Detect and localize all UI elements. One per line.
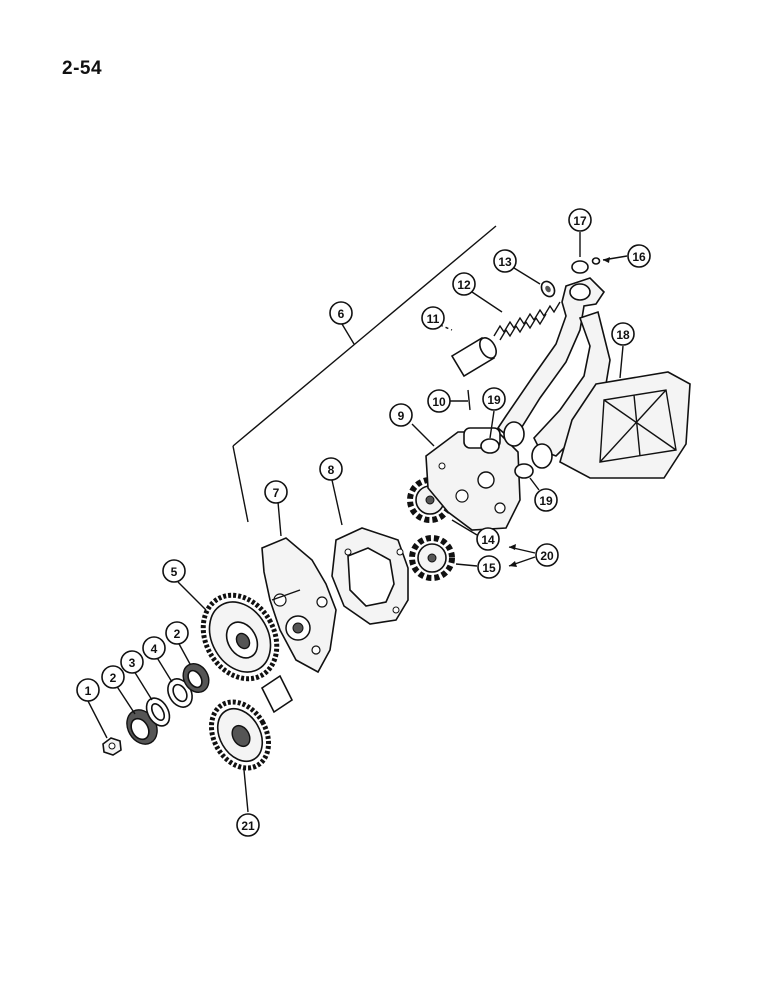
callout-10: 10: [427, 389, 451, 413]
svg-text:1: 1: [85, 684, 92, 698]
callout-19-upper: 19: [482, 387, 506, 411]
callout-5: 5: [162, 559, 186, 583]
callout-16: 16: [627, 244, 651, 268]
svg-text:12: 12: [457, 278, 471, 292]
callout-15: 15: [477, 555, 501, 579]
svg-text:16: 16: [632, 250, 646, 264]
callout-11: 11: [421, 306, 445, 330]
svg-text:10: 10: [432, 395, 446, 409]
part-2-bearing-rear: [182, 662, 210, 694]
svg-text:15: 15: [482, 561, 496, 575]
callout-12: 12: [452, 272, 476, 296]
part-19-o-ring-lower: [514, 463, 534, 479]
svg-text:6: 6: [338, 307, 345, 321]
svg-text:4: 4: [151, 642, 158, 656]
callout-20: 20: [535, 543, 559, 567]
callout-3: 3: [120, 650, 144, 674]
part-19-o-ring-upper: [480, 438, 500, 454]
svg-text:21: 21: [241, 819, 255, 833]
arrowheads: [509, 257, 610, 567]
part-shaft: [260, 674, 294, 714]
part-17-o-ring: [571, 260, 589, 274]
svg-text:11: 11: [427, 312, 440, 326]
svg-text:14: 14: [481, 533, 495, 547]
part-5-drive-gear: [200, 592, 280, 682]
svg-text:2: 2: [110, 671, 117, 685]
callout-9: 9: [389, 403, 413, 427]
part-1-nut: [102, 737, 122, 756]
part-8-pump-body: [331, 527, 409, 625]
svg-text:9: 9: [398, 409, 405, 423]
svg-text:19: 19: [539, 494, 553, 508]
callout-19-lower: 19: [534, 488, 558, 512]
svg-text:17: 17: [573, 214, 587, 228]
svg-text:19: 19: [487, 393, 501, 407]
callout-4: 4: [142, 636, 166, 660]
callouts: 1 2 3 4 2 5 6 7 8 9 10 1: [76, 208, 651, 837]
svg-text:5: 5: [171, 565, 178, 579]
callout-17: 17: [568, 208, 592, 232]
part-shapes: [102, 257, 691, 771]
svg-text:13: 13: [498, 255, 512, 269]
svg-text:7: 7: [273, 486, 280, 500]
callout-18: 18: [611, 322, 635, 346]
part-13-washer: [540, 280, 556, 298]
callout-21: 21: [236, 813, 260, 837]
svg-text:2: 2: [174, 627, 181, 641]
part-16-o-ring-small: [591, 257, 601, 265]
callout-6: 6: [329, 301, 353, 325]
part-21-idler-gear: [208, 699, 272, 771]
part-4-washer: [167, 678, 193, 708]
part-18-strainer: [503, 371, 691, 479]
svg-text:18: 18: [616, 328, 630, 342]
part-7-pump-cover: [261, 537, 337, 674]
svg-text:3: 3: [129, 656, 136, 670]
svg-text:8: 8: [328, 463, 335, 477]
part-12-spring: [493, 301, 561, 341]
part-3-spacer: [145, 697, 171, 727]
part-11-relief-plunger: [450, 336, 497, 378]
callout-1: 1: [76, 678, 100, 702]
svg-text:20: 20: [540, 549, 554, 563]
callout-8: 8: [319, 457, 343, 481]
callout-14: 14: [476, 527, 500, 551]
callout-7: 7: [264, 480, 288, 504]
part-15-rotor-lower: [409, 535, 455, 581]
page-number: 2-54: [62, 58, 103, 79]
leader-lines: [87, 225, 628, 813]
callout-2-front: 2: [101, 665, 125, 689]
callout-2-rear: 2: [165, 621, 189, 645]
part-10-pin: [467, 389, 471, 411]
callout-13: 13: [493, 249, 517, 273]
